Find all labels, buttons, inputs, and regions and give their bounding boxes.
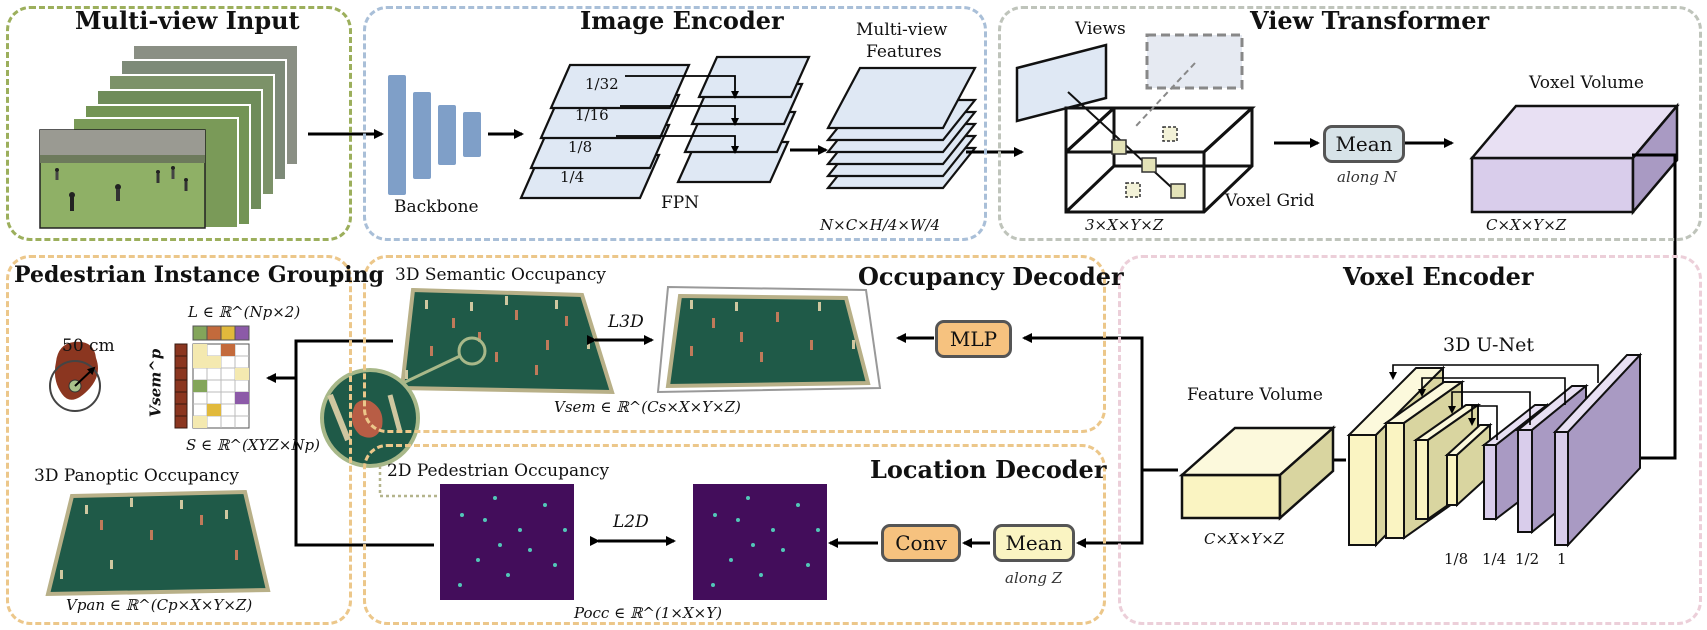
voxel-cubes bbox=[1111, 126, 1186, 199]
panel-multiview-input bbox=[6, 6, 352, 241]
fpn-level-1-16: 1/16 bbox=[575, 106, 609, 124]
features-label-line2: Features bbox=[866, 42, 942, 62]
unet-label: 3D U-Net bbox=[1443, 334, 1534, 356]
backbone-bars bbox=[388, 75, 481, 195]
fpn-right-stack bbox=[676, 55, 811, 184]
panel-pedestrian-grouping bbox=[6, 255, 352, 625]
feature-volume-dims: C×X×Y×Z bbox=[1204, 530, 1285, 548]
mean-along-n: along N bbox=[1337, 168, 1397, 186]
feature-volume bbox=[1178, 425, 1337, 521]
semantic-occupancy-gt bbox=[656, 285, 882, 394]
feature-volume-label: Feature Volume bbox=[1187, 385, 1323, 405]
panel-occupancy-decoder bbox=[363, 255, 1106, 433]
backbone-label: Backbone bbox=[394, 197, 479, 217]
mean-z-box: Mean bbox=[993, 524, 1075, 562]
semantic-occupancy-label: 3D Semantic Occupancy bbox=[395, 265, 606, 285]
pedestrian-blob bbox=[49, 341, 101, 412]
pedestrian-occupancy-pred bbox=[440, 484, 574, 600]
vsem-p-label: Vsem^p bbox=[146, 348, 165, 418]
front-camera-view bbox=[39, 129, 206, 229]
unet-scale-1-8: 1/8 bbox=[1444, 550, 1469, 568]
voxel-volume-label: Voxel Volume bbox=[1529, 73, 1644, 93]
title-pedestrian-grouping: Pedestrian Instance Grouping bbox=[14, 262, 385, 288]
unet-scale-1-4: 1/4 bbox=[1482, 550, 1507, 568]
voxel-grid-dims: 3×X×Y×Z bbox=[1085, 216, 1164, 234]
loss-2d: L2D bbox=[613, 512, 649, 532]
radius-label: 50 cm bbox=[62, 336, 115, 356]
vpan-definition: Vpan ∈ ℝ^(Cp×X×Y×Z) bbox=[66, 596, 253, 614]
loss-3d: L3D bbox=[608, 312, 644, 332]
voxel-volume bbox=[1469, 102, 1680, 216]
title-voxel-encoder: Voxel Encoder bbox=[1343, 262, 1534, 291]
panel-view-transformer bbox=[998, 6, 1702, 241]
title-view-transformer: View Transformer bbox=[1250, 6, 1490, 35]
mlp-box: MLP bbox=[935, 320, 1012, 358]
vsem-definition: Vsem ∈ ℝ^(Cs×X×Y×Z) bbox=[554, 398, 741, 416]
conv-box: Conv bbox=[881, 524, 961, 562]
mean-along-z: along Z bbox=[1005, 569, 1063, 587]
unet-skip-arrows bbox=[1389, 364, 1599, 440]
title-multiview-input: Multi-view Input bbox=[75, 6, 300, 35]
voxel-volume-dims: C×X×Y×Z bbox=[1486, 216, 1567, 234]
features-label-line1: Multi-view bbox=[856, 20, 948, 40]
mean-n-box: Mean bbox=[1323, 125, 1405, 163]
fpn-level-1-8: 1/8 bbox=[568, 138, 593, 156]
panel-location-decoder bbox=[363, 444, 1106, 625]
s-matrix-definition: S ∈ ℝ^(XYZ×Np) bbox=[186, 436, 320, 454]
panoptic-occupancy-label: 3D Panoptic Occupancy bbox=[34, 466, 239, 486]
title-occupancy-decoder: Occupancy Decoder bbox=[858, 262, 1124, 291]
voxel-grid-label: Voxel Grid bbox=[1225, 191, 1315, 211]
view-plane-dashed bbox=[1145, 33, 1244, 90]
assignment-matrix bbox=[174, 325, 250, 429]
view-plane-left bbox=[1015, 43, 1108, 123]
pedestrian-2d-label: 2D Pedestrian Occupancy bbox=[387, 461, 610, 481]
features-dims: N×C×H/4×W/4 bbox=[820, 216, 940, 234]
multiview-image-stack bbox=[39, 44, 299, 229]
views-label: Views bbox=[1075, 19, 1126, 39]
fpn-lateral-arrows bbox=[616, 75, 739, 154]
title-image-encoder: Image Encoder bbox=[580, 6, 784, 35]
fpn-label: FPN bbox=[661, 193, 700, 213]
panoptic-occupancy bbox=[45, 489, 271, 597]
unet-blocks bbox=[1346, 352, 1643, 548]
unet-scale-1: 1 bbox=[1557, 550, 1567, 568]
fpn-level-1-4: 1/4 bbox=[560, 168, 585, 186]
semantic-occupancy-pred bbox=[399, 287, 615, 395]
panel-image-encoder bbox=[363, 6, 987, 241]
panel-voxel-encoder bbox=[1118, 255, 1702, 625]
pedestrian-occupancy-gt bbox=[693, 484, 827, 600]
title-location-decoder: Location Decoder bbox=[870, 455, 1107, 484]
multiview-features-stack bbox=[825, 66, 978, 190]
pocc-definition: Pocc ∈ ℝ^(1×X×Y) bbox=[574, 604, 722, 622]
fpn-level-1-32: 1/32 bbox=[585, 75, 619, 93]
unet-scale-1-2: 1/2 bbox=[1515, 550, 1540, 568]
l-matrix-definition: L ∈ ℝ^(Np×2) bbox=[188, 303, 301, 321]
voxel-grid-box bbox=[1064, 106, 1256, 214]
